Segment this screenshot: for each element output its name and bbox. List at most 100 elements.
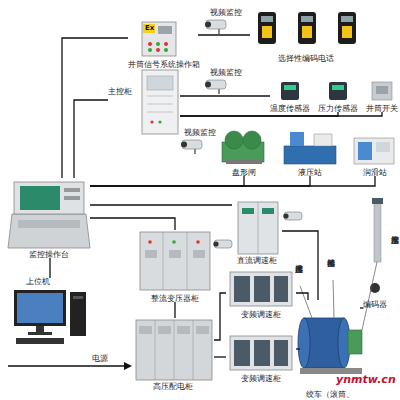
node-label: 主控柜 bbox=[108, 88, 132, 96]
hv-cabinet-symbol-part bbox=[139, 326, 152, 334]
sensor-symbol-part bbox=[376, 86, 388, 94]
encoder: 编码器 bbox=[360, 280, 390, 308]
connector-line bbox=[180, 95, 270, 96]
camera-symbol-part bbox=[218, 29, 220, 34]
signal-box-symbol-part bbox=[164, 48, 168, 52]
signal-box-symbol-part bbox=[156, 42, 160, 46]
console: 监控操作台 bbox=[8, 178, 90, 258]
phone-symbol-part bbox=[341, 16, 353, 22]
disc-brake-symbol bbox=[222, 131, 264, 164]
signal-box-symbol-part bbox=[148, 48, 152, 52]
dc-cabinet-symbol bbox=[238, 202, 278, 254]
watermark: ynmtw.cn bbox=[336, 374, 396, 385]
sensor: 压力传感器 bbox=[318, 80, 358, 112]
vfd-cabinet-symbol-part bbox=[254, 276, 270, 302]
node-label: 上位机 bbox=[26, 278, 50, 286]
lubrication-station-symbol-part bbox=[376, 142, 390, 152]
camera-symbol-part bbox=[206, 80, 226, 89]
vfd-cabinet: 变频调速柜 bbox=[226, 332, 296, 382]
lubrication-station-symbol bbox=[354, 138, 394, 164]
camera-symbol bbox=[205, 20, 226, 34]
camera-symbol bbox=[213, 240, 232, 248]
console-symbol bbox=[8, 182, 90, 248]
control-cabinet-symbol-part bbox=[158, 120, 161, 123]
power-arrow-part bbox=[124, 362, 132, 370]
phone-symbol-part bbox=[302, 26, 312, 38]
camera-symbol-part bbox=[206, 20, 226, 29]
disc-brake-symbol-part bbox=[243, 131, 261, 149]
node-label: 选择性编码电话 bbox=[250, 55, 362, 63]
rectifier-cabinet-symbol-part bbox=[140, 232, 210, 290]
sensor-symbol-part bbox=[284, 85, 296, 90]
hoist-symbol-part bbox=[298, 318, 310, 368]
host-computer: 上位机 bbox=[10, 278, 90, 346]
rectifier-cabinet-symbol-part bbox=[145, 250, 157, 258]
dc-cabinet-symbol-part bbox=[258, 202, 259, 254]
depth-indicator: 深度指示器 bbox=[372, 198, 398, 262]
connector-line bbox=[214, 356, 226, 357]
camera-label: 视频监控 bbox=[184, 129, 216, 137]
connector-line bbox=[90, 176, 310, 186]
node-label: 直流调速柜 bbox=[232, 257, 282, 265]
computer-symbol-part bbox=[14, 290, 66, 326]
control-cabinet-symbol-part bbox=[147, 76, 173, 90]
hydraulic-station-symbol-part bbox=[284, 146, 336, 164]
control-cabinet-symbol-part bbox=[150, 120, 153, 123]
connector-line bbox=[180, 112, 382, 116]
console-symbol-part bbox=[8, 214, 90, 248]
vfd-cabinet: 变频调速柜 bbox=[226, 268, 296, 318]
connector-line bbox=[90, 218, 175, 230]
phone-symbol-part bbox=[298, 12, 316, 44]
hv-cabinet-symbol bbox=[136, 320, 212, 380]
camera-symbol-part bbox=[284, 212, 302, 220]
node-label: 监控操作台 bbox=[8, 251, 90, 259]
control-cabinet-symbol-part bbox=[147, 104, 173, 105]
depth-indicator-symbol-part bbox=[374, 200, 381, 262]
sensor-symbol-part bbox=[332, 85, 344, 90]
camera-symbol-part bbox=[205, 22, 211, 28]
camera-label: 视频监控 bbox=[210, 9, 242, 17]
connector-line bbox=[49, 258, 50, 278]
console-symbol-part bbox=[64, 188, 80, 192]
control-cabinet-symbol-part bbox=[147, 112, 173, 113]
hydraulic-station-symbol bbox=[284, 132, 336, 164]
computer-symbol-part bbox=[73, 296, 83, 299]
depth-indicator-symbol bbox=[372, 198, 383, 262]
vfd-cabinet-symbol-part bbox=[234, 276, 250, 302]
camera-symbol-part bbox=[181, 142, 187, 148]
dc-cabinet-symbol-part bbox=[238, 202, 278, 254]
phone-symbol-part bbox=[261, 16, 273, 22]
lubrication-station-symbol-part bbox=[354, 138, 394, 164]
node-label: 编码器 bbox=[360, 301, 390, 309]
disc-brake-symbol-part bbox=[225, 131, 243, 149]
connector-line bbox=[282, 231, 318, 300]
rectifier-cabinet-symbol-part bbox=[196, 240, 200, 244]
camera-symbol bbox=[181, 140, 202, 154]
node-label: 井筒开关 bbox=[364, 105, 400, 113]
camera-symbol-part bbox=[194, 149, 196, 154]
connector-line bbox=[198, 34, 250, 35]
power-arrow-part bbox=[8, 365, 126, 366]
dc-cabinet: 直流调速柜 bbox=[232, 198, 282, 264]
signal-box: 井筒信号系统操作箱 bbox=[128, 20, 198, 68]
node-label: 深度指示器 bbox=[391, 198, 399, 262]
node-label: 变频调速柜 bbox=[226, 375, 296, 383]
control-cabinet-symbol-part bbox=[142, 70, 178, 134]
phone-symbol-part bbox=[338, 12, 356, 44]
node-label: 井筒信号系统操作箱 bbox=[128, 61, 198, 69]
camera-symbol bbox=[205, 80, 226, 94]
switch: 井筒开关 bbox=[364, 80, 400, 112]
computer-symbol-part bbox=[16, 338, 64, 344]
rectifier-cabinet-symbol-part bbox=[169, 250, 181, 258]
camera-symbol-part bbox=[218, 89, 220, 94]
depth-indicator-symbol-part bbox=[372, 198, 383, 204]
node-label: 振动传感器 bbox=[327, 228, 335, 278]
power-arrow bbox=[8, 362, 132, 370]
rectifier-cabinet: 整流变压器柜 bbox=[136, 230, 214, 302]
hv-cabinet-symbol-part bbox=[155, 320, 156, 380]
lubrication-station: 润滑站 bbox=[352, 128, 398, 176]
rectifier-cabinet-symbol-part bbox=[187, 232, 188, 290]
